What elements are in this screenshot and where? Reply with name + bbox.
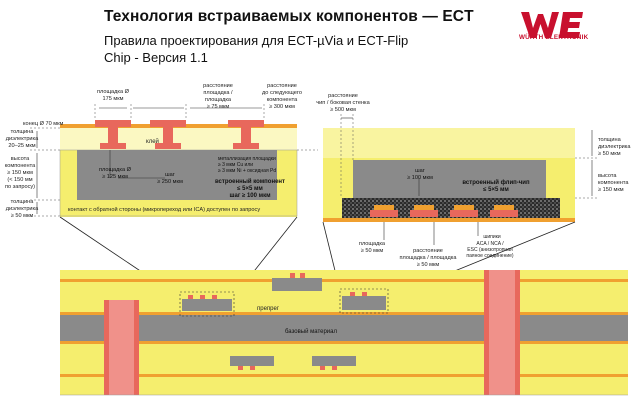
logo-text: WÜRTH ELEKTRONIK	[519, 34, 589, 41]
microvias	[95, 120, 264, 149]
label-pitch-right: шаг≥ 100 мкм	[407, 168, 433, 181]
label-glue: клей	[146, 138, 159, 145]
label-metallization: металлизация площадки≥ 3 мкм Cu или≥ 3 м…	[218, 156, 276, 174]
label-chip: встроенный флип-чип≤ 5×5 мм	[462, 179, 530, 193]
label-pitch: шаг≥ 250 мкм	[157, 172, 183, 185]
subtitle-line-2: Chip - Версия 1.1	[104, 50, 208, 65]
label-backside: контакт с обратной стороны (микропереход…	[68, 206, 260, 213]
flip-chip	[353, 160, 546, 198]
subtitle-line-1: Правила проектирования для ECT-µVia и EC…	[104, 33, 409, 48]
label-prepreg: препрег	[257, 306, 280, 312]
label-end-diameter: конец Ø 70 мкм	[23, 121, 64, 127]
embedded-component	[77, 150, 277, 200]
page-title: Технология встраиваемых компонентов — EC…	[104, 8, 474, 25]
wurth-logo-icon	[521, 12, 583, 38]
label-bump: шипики	[483, 234, 500, 240]
label-base-material: базовый материал	[285, 328, 337, 335]
label-pad-right: площадка≥ 50 мкм	[359, 241, 386, 254]
label-pad-bottom: площадка Ø≥ 125 мкм	[99, 167, 132, 180]
board-cross-section: препрег базовый материал	[60, 270, 628, 395]
